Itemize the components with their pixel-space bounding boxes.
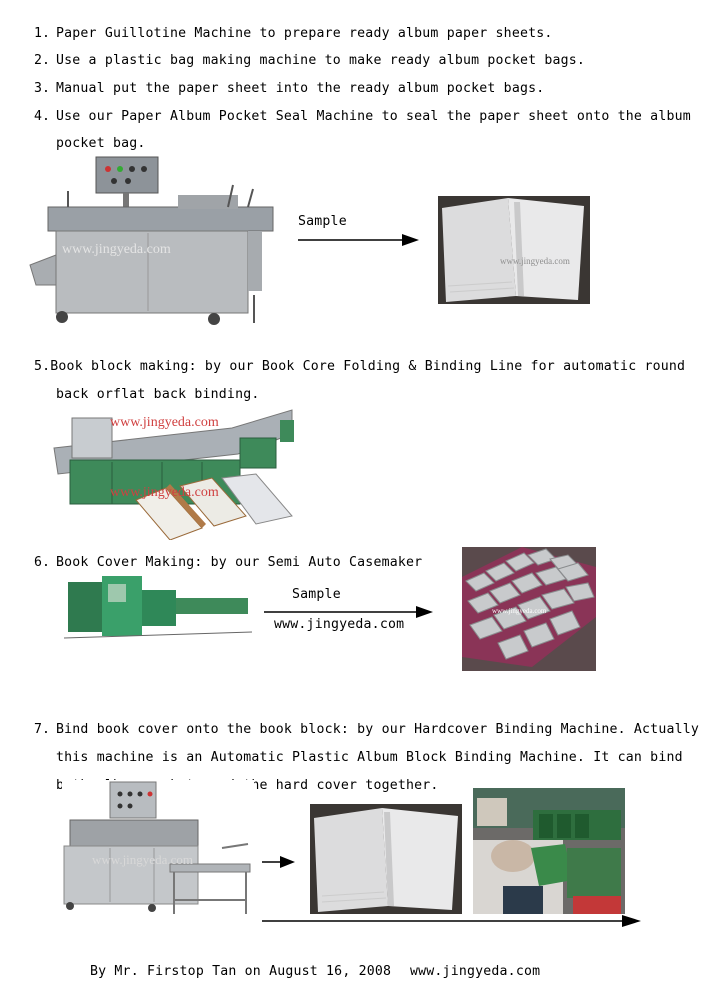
step-5-text-line2: back orflat back binding.	[56, 387, 260, 402]
arrow-right-icon	[262, 856, 295, 868]
book-core-line-photo: www.jingyeda.com www.jingyeda.com	[52, 404, 296, 540]
step-5-text-line1: Book block making: by our Book Core Fold…	[50, 359, 686, 374]
step-7-number: 7.	[34, 722, 50, 737]
album-sample-photo-1: www.jingyeda.com	[438, 196, 590, 304]
casemaker-photo	[64, 572, 252, 644]
step-1-number: 1.	[34, 26, 50, 41]
step-1-text: Paper Guillotine Machine to prepare read…	[56, 26, 553, 41]
step-6-text: Book Cover Making: by our Semi Auto Case…	[56, 555, 423, 570]
step-7-text-line2: this machine is an Automatic Plastic Alb…	[56, 750, 683, 765]
step-4-number: 4.	[34, 109, 50, 124]
caption-url: www.jingyeda.com	[274, 617, 405, 632]
sample-label-2: Sample	[292, 587, 341, 602]
pocket-seal-machine-photo: www.jingyeda.com	[28, 155, 278, 327]
watermark-4: www.jingyeda.com	[492, 607, 547, 615]
production-workshop-photo	[473, 788, 625, 914]
arrow-right-icon	[298, 234, 419, 246]
step-5-line1: 5.Book block making: by our Book Core Fo…	[34, 358, 685, 376]
step-4-text-line1: Use our Paper Album Pocket Seal Machine …	[56, 109, 691, 124]
step-2-number: 2.	[34, 53, 50, 68]
watermark-2: www.jingyeda.com	[500, 256, 570, 266]
step-6-number: 6.	[34, 555, 50, 570]
sample-label-1: Sample	[298, 214, 347, 229]
watermark-1: www.jingyeda.com	[62, 242, 171, 257]
hardcover-binding-machine-photo: www.jingyeda.com	[62, 780, 254, 916]
step-4-text-line2: pocket bag.	[56, 136, 146, 151]
step-3-number: 3.	[34, 81, 50, 96]
step-2-text: Use a plastic bag making machine to make…	[56, 53, 586, 68]
step-3-text: Manual put the paper sheet into the read…	[56, 81, 545, 96]
arrow-right-icon	[264, 606, 433, 618]
step-7-text-line1: Bind book cover onto the book block: by …	[56, 722, 700, 737]
album-boxes-photo: www.jingyeda.com	[462, 547, 596, 671]
footer-url: www.jingyeda.com	[410, 964, 541, 979]
watermark-5: www.jingyeda.com	[92, 852, 193, 867]
watermark-3a: www.jingyeda.com	[110, 415, 219, 430]
footer-byline: By Mr. Firstop Tan on August 16, 2008	[90, 964, 392, 979]
finished-album-photo	[310, 804, 462, 914]
watermark-3b: www.jingyeda.com	[110, 485, 219, 500]
step-5-number: 5.	[34, 359, 51, 374]
arrow-right-icon	[262, 915, 641, 927]
